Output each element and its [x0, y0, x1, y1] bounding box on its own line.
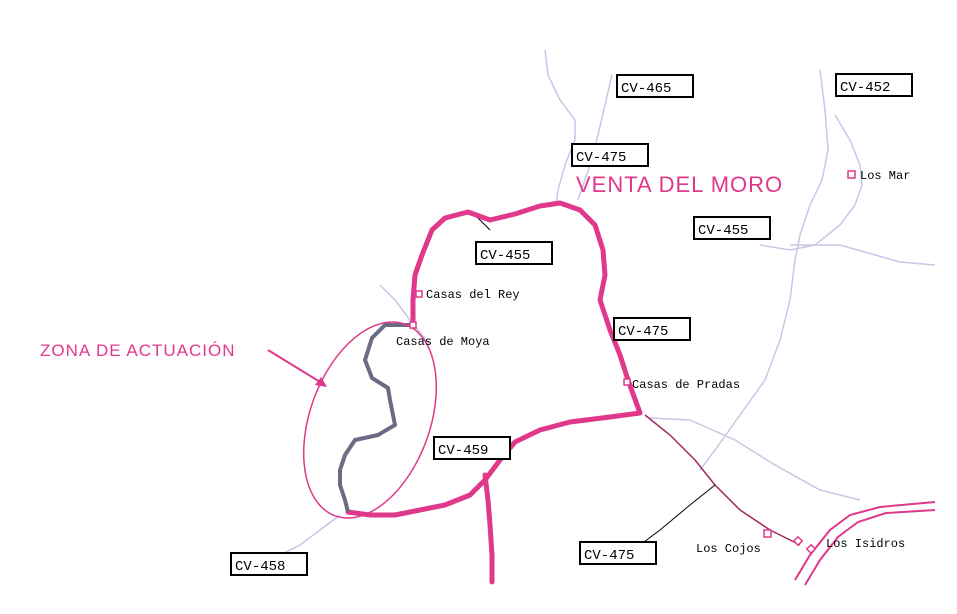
zone-label: ZONA DE ACTUACIÓN — [40, 341, 236, 360]
road-label-cv-459: CV-459 — [433, 436, 511, 460]
svg-text:CV-475: CV-475 — [576, 150, 626, 166]
svg-text:Los Cojos: Los Cojos — [696, 542, 761, 556]
svg-text:Casas de Pradas: Casas de Pradas — [632, 378, 740, 392]
minor-road-north-1 — [544, 49, 576, 206]
road-label-cv-455-loop: CV-455 — [475, 241, 553, 265]
svg-text:CV-475: CV-475 — [618, 324, 668, 340]
route-loop — [345, 200, 643, 518]
minor-roads — [249, 49, 936, 566]
road-label-cv-465: CV-465 — [616, 74, 694, 98]
road-label-cv-475-north: CV-475 — [571, 143, 649, 167]
road-label-cv-455-east: CV-455 — [693, 216, 771, 240]
place-casas-de-pradas: Casas de Pradas — [623, 378, 740, 392]
town-label: VENTA DEL MORO — [576, 172, 783, 197]
svg-text:CV-452: CV-452 — [840, 80, 890, 96]
svg-text:Casas del Rey: Casas del Rey — [426, 288, 520, 302]
zone-arrow — [267, 349, 326, 386]
minor-road-east-3 — [790, 244, 936, 266]
minor-road-north-2 — [577, 74, 613, 201]
highway — [794, 501, 936, 586]
action-zone-ellipse — [302, 321, 438, 519]
highway-line-2 — [804, 509, 936, 586]
minor-road-west — [379, 284, 431, 346]
road-label-cv-475-south: CV-475 — [579, 541, 657, 565]
minor-road-east-1 — [699, 69, 829, 471]
minor-road-southeast — [649, 417, 861, 501]
action-zone-path — [338, 323, 413, 513]
svg-text:CV-465: CV-465 — [621, 81, 671, 97]
route-south-spur — [482, 472, 495, 585]
svg-text:Los Isidros: Los Isidros — [826, 537, 905, 551]
svg-text:CV-459: CV-459 — [438, 443, 488, 459]
place-los-mar: Los Mar — [847, 169, 910, 183]
place-casas-del-rey: Casas del Rey — [415, 288, 520, 302]
svg-text:CV-475: CV-475 — [584, 548, 634, 564]
minor-road-east-2 — [759, 114, 863, 251]
road-label-cv-475-east: CV-475 — [613, 317, 691, 341]
svg-text:Casas de Moya: Casas de Moya — [396, 335, 490, 349]
leader-cv-475-south — [639, 484, 716, 546]
place-casas-de-moya: Casas de Moya — [396, 321, 490, 349]
highway-line-1 — [794, 501, 936, 581]
svg-text:CV-458: CV-458 — [235, 559, 285, 575]
svg-text:Los Mar: Los Mar — [860, 169, 910, 183]
place-los-cojos: Los Cojos — [696, 529, 772, 556]
zone-arrow-head — [315, 377, 327, 387]
road-label-cv-452: CV-452 — [835, 73, 913, 97]
route-circuit — [345, 200, 643, 585]
svg-text:CV-455: CV-455 — [480, 248, 530, 264]
place-los-isidros: Los Isidros — [792, 535, 905, 555]
road-label-cv-458: CV-458 — [230, 552, 308, 576]
svg-text:CV-455: CV-455 — [698, 223, 748, 239]
